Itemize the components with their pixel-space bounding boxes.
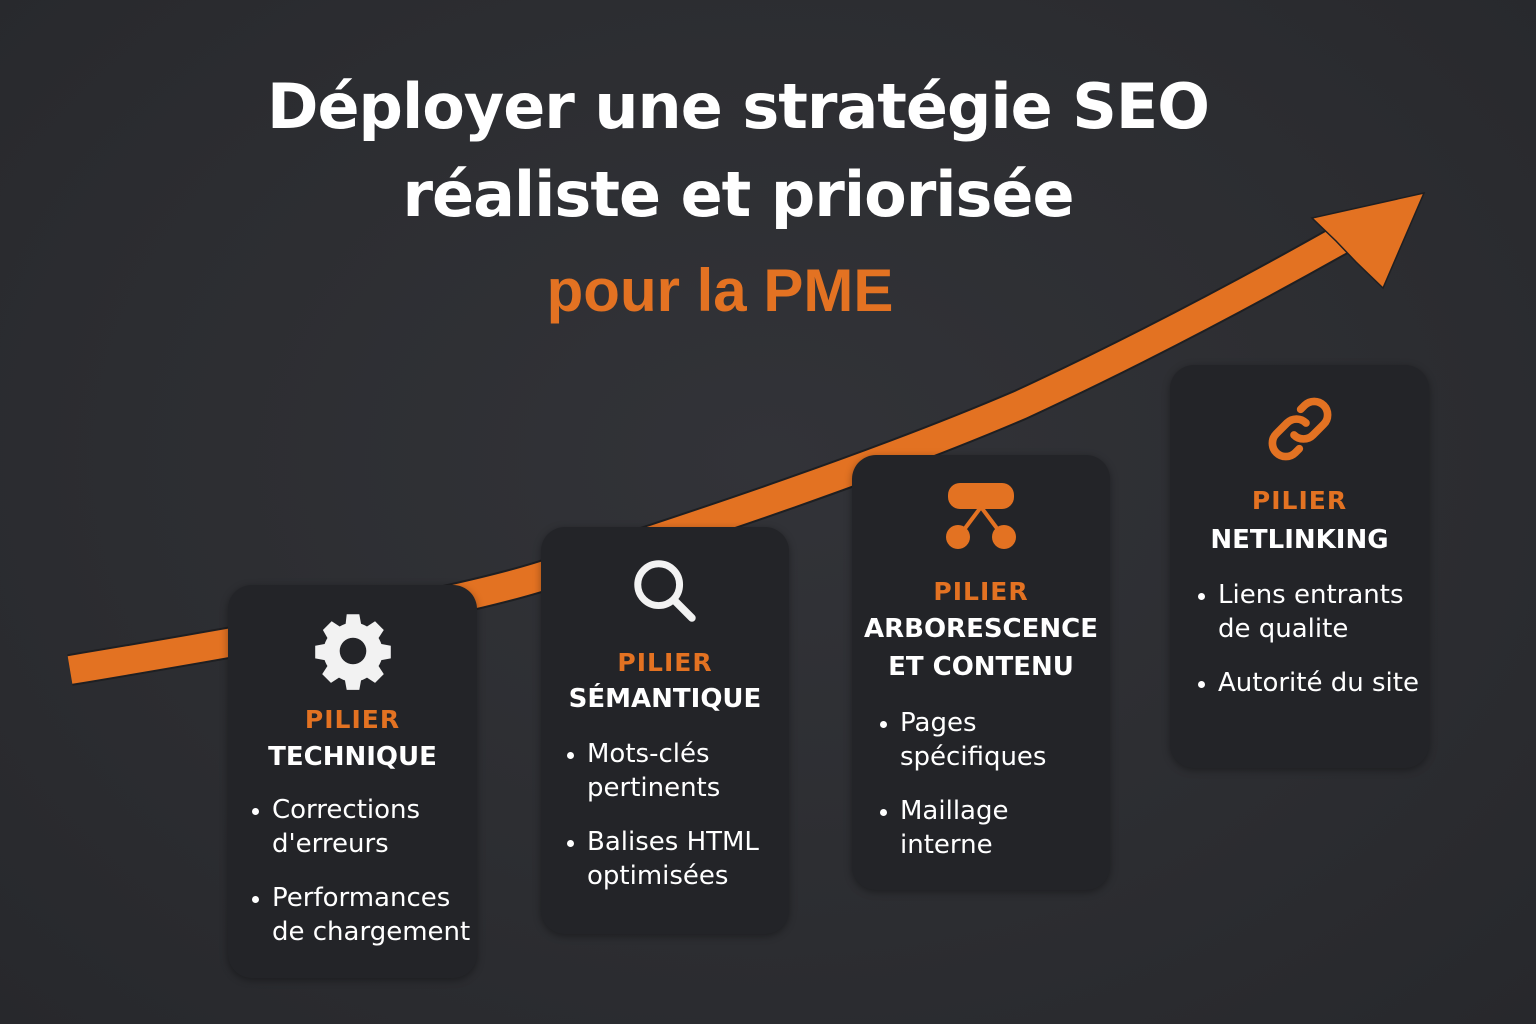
pillar-card-netlinking: PILIER NETLINKING Liens entrants de qual… (1170, 365, 1429, 768)
link-icon (1260, 389, 1340, 473)
pillar-label: PILIER (304, 705, 401, 734)
pillar-card-technique: PILIER TECHNIQUE Corrections d'erreurs P… (228, 585, 477, 978)
pillar-label: PILIER (1251, 486, 1348, 515)
title-line-1: Déployer une stratégie SEO (267, 70, 1210, 143)
list-item: Balises HTML optimisées (565, 825, 785, 893)
list-item: Corrections d'erreurs (250, 793, 475, 861)
sitemap-icon (941, 481, 1021, 557)
list-item: Mots-clés pertinents (565, 737, 785, 805)
pillar-items: Pages spécifiques Maillage interne (878, 706, 1098, 882)
pillar-name: NETLINKING (1210, 525, 1389, 555)
list-item: Pages spécifiques (878, 706, 1098, 774)
search-icon (627, 553, 703, 633)
list-item: Autorité du site (1196, 666, 1426, 700)
pillar-name-line-2: ET CONTENU (888, 652, 1074, 682)
list-item: Maillage interne (878, 794, 1098, 862)
list-item: Performances de chargement (250, 881, 475, 949)
pillar-items: Liens entrants de qualite Autorité du si… (1196, 578, 1426, 720)
list-item: Liens entrants de qualite (1196, 578, 1426, 646)
pillar-card-arborescence: PILIER ARBORESCENCE ET CONTENU Pages spé… (852, 455, 1110, 890)
pillar-name: TECHNIQUE (268, 742, 437, 772)
title-line-3-accent: pour la PME (546, 257, 894, 324)
pillar-items: Mots-clés pertinents Balises HTML optimi… (565, 737, 785, 913)
pillar-name: SÉMANTIQUE (568, 684, 762, 714)
pillar-name-line-1: ARBORESCENCE (863, 614, 1098, 644)
pillar-card-semantique: PILIER SÉMANTIQUE Mots-clés pertinents B… (541, 527, 789, 934)
gear-icon (311, 609, 395, 697)
pillar-label: PILIER (933, 577, 1029, 606)
pillar-label: PILIER (617, 648, 713, 677)
title-line-2: réaliste et priorisée (402, 158, 1074, 231)
pillar-items: Corrections d'erreurs Performances de ch… (250, 793, 475, 969)
